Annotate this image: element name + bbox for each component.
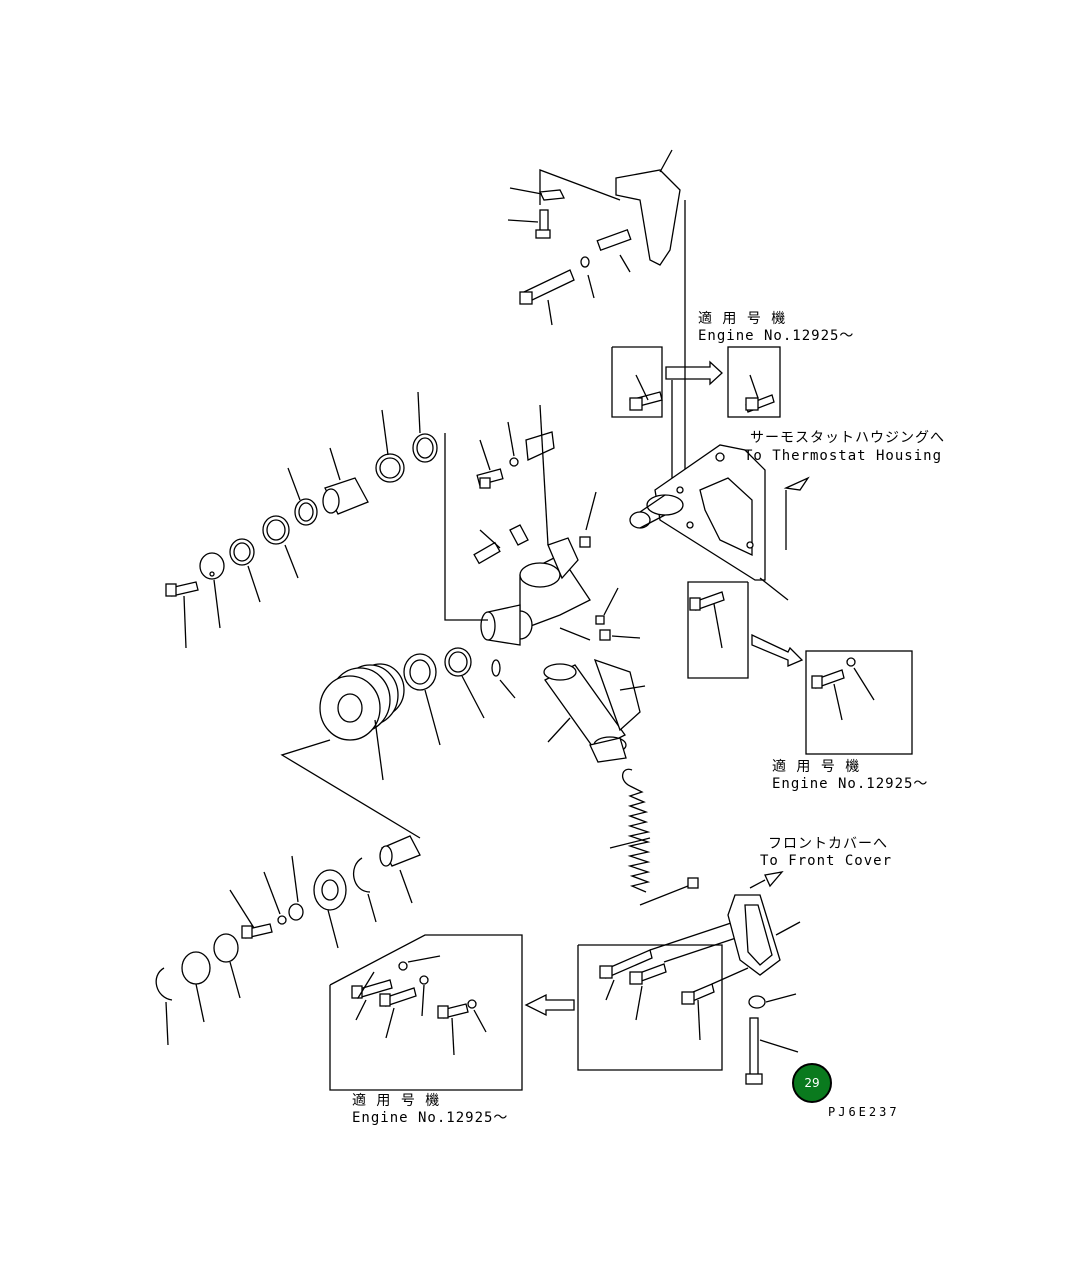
applicable-bottom-jp: 適 用 号 機 (352, 1093, 441, 1109)
thermostat-label-jp: サーモスタットハウジングへ (750, 430, 945, 446)
applicable-top-en: Engine No.12925～ (698, 328, 855, 344)
reference-number-badge[interactable]: 29 (792, 1063, 832, 1103)
applicable-bottom-en: Engine No.12925～ (352, 1110, 509, 1126)
lower-pulley-group (155, 835, 421, 1046)
top-inset-boxes (611, 346, 781, 418)
drawing-code: PJ6E237 (828, 1105, 900, 1119)
applicable-mid-en: Engine No.12925～ (772, 776, 929, 792)
bottom-right-inset (577, 919, 749, 1071)
pulley-main-group (280, 647, 485, 839)
top-bracket-group (507, 149, 681, 326)
tensioner-group (491, 658, 646, 763)
idler-arm-group (444, 404, 641, 646)
spring-group (609, 768, 699, 906)
arrow-left (524, 993, 575, 1017)
front-cover-label-jp: フロントカバーへ (768, 836, 888, 852)
front-cover-bracket (727, 871, 801, 1085)
pulley-stack-upper (165, 391, 438, 649)
mount-plate-group (629, 444, 810, 601)
bottom-left-inset (329, 934, 523, 1091)
reference-number-text: 29 (804, 1076, 820, 1090)
front-cover-label-en: To Front Cover (760, 853, 893, 869)
applicable-mid-jp: 適 用 号 機 (772, 759, 861, 775)
thermostat-label-en: To Thermostat Housing (744, 448, 943, 464)
middle-right-inset (687, 581, 913, 755)
applicable-top-jp: 適 用 号 機 (698, 311, 787, 327)
